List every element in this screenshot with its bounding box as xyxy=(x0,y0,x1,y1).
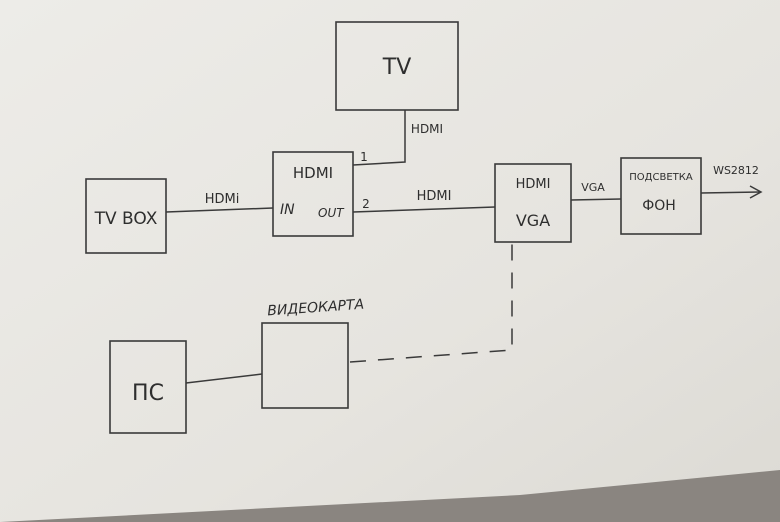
tvbox-label: TV BOX xyxy=(94,209,158,229)
wire-tvbox-splitter-label: HDMi xyxy=(205,192,240,207)
backlight-box xyxy=(620,157,702,235)
pc-label: ПС xyxy=(132,381,164,406)
wire-splitter-converter-label: HDMI xyxy=(417,189,452,204)
wire-splitter-converter xyxy=(352,206,496,213)
wire-converter-backlight-label: VGA xyxy=(581,181,605,194)
tvbox-box xyxy=(85,178,167,254)
wire-backlight-out xyxy=(700,191,761,194)
tv-box xyxy=(335,21,459,111)
converter-label-top: HDMI xyxy=(516,177,551,192)
wire-splitter-tv-label: HDMI xyxy=(411,122,443,136)
wire-pc-gpu xyxy=(185,373,263,384)
gpu-box xyxy=(261,322,349,409)
splitter-label-in: IN xyxy=(280,202,295,218)
port-1-label: 1 xyxy=(360,150,368,164)
arrowhead-out-icon xyxy=(749,185,763,199)
wire-splitter-tv xyxy=(352,110,406,166)
tv-label: TV xyxy=(382,55,412,80)
port-2-label: 2 xyxy=(362,197,370,211)
wire-converter-backlight xyxy=(570,198,622,201)
backlight-label-top: ПОДСВЕТКА xyxy=(629,172,693,183)
pc-box xyxy=(109,340,187,434)
splitter-box xyxy=(272,151,354,237)
converter-label-bottom: VGA xyxy=(516,211,550,230)
gpu-label: ВИДЕОКАРТА xyxy=(267,297,365,320)
wire-gpu-converter-dashed xyxy=(349,242,513,363)
splitter-label-out: OUT xyxy=(318,206,345,220)
backlight-label-bottom: ФОН xyxy=(642,198,676,214)
wire-backlight-out-label: WS2812 xyxy=(713,164,759,177)
converter-box xyxy=(494,163,572,243)
splitter-label-top: HDMI xyxy=(293,164,333,182)
wire-tvbox-splitter xyxy=(165,207,274,213)
